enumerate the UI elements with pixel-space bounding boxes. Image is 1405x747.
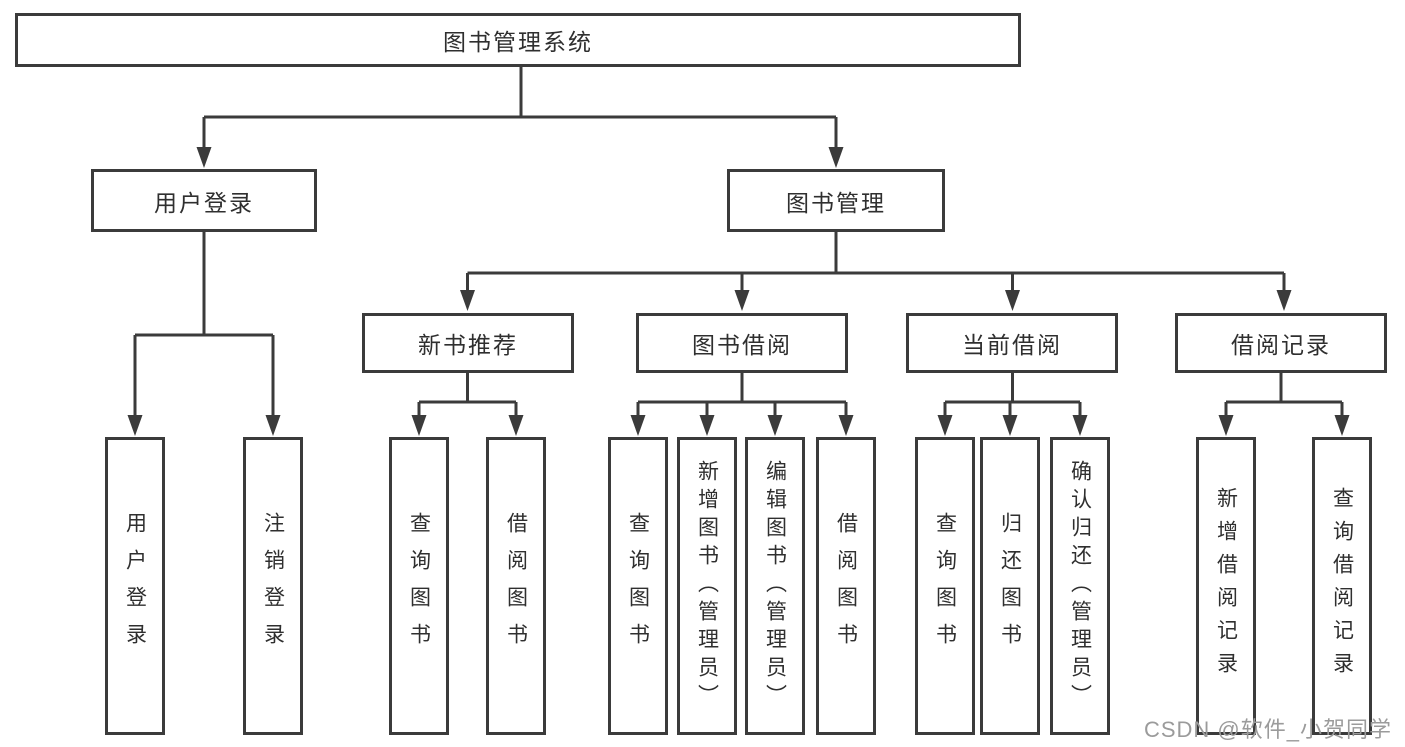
node-book-borrowing: 图书借阅 (636, 313, 848, 373)
csdn-watermark: CSDN @软件_小贺同学 (1143, 717, 1392, 742)
node-leaf-return-books: 归还图书 (980, 437, 1040, 735)
node-borrowing-records: 借阅记录 (1175, 313, 1387, 373)
node-root-system: 图书管理系统 (15, 13, 1021, 67)
node-current-borrowing: 当前借阅 (906, 313, 1118, 373)
node-leaf-add-books-admin: 新增图书（管理员） (677, 437, 737, 735)
node-leaf-edit-books-admin: 编辑图书（管理员） (745, 437, 805, 735)
node-leaf-user-login: 用户登录 (105, 437, 165, 735)
arrowhead-icons (127, 147, 1350, 436)
node-leaf-logout: 注销登录 (243, 437, 303, 735)
connector-paths (133, 67, 1344, 419)
node-book-management: 图书管理 (727, 169, 945, 232)
node-leaf-borrow-books-recommend: 借阅图书 (486, 437, 546, 735)
node-leaf-query-borrow-record: 查询借阅记录 (1312, 437, 1372, 735)
node-leaf-borrow-books: 借阅图书 (816, 437, 876, 735)
node-leaf-query-books-borrow: 查询图书 (608, 437, 668, 735)
node-leaf-query-books-current: 查询图书 (915, 437, 975, 735)
node-new-book-recommendation: 新书推荐 (362, 313, 574, 373)
node-leaf-confirm-return-admin: 确认归还（管理员） (1050, 437, 1110, 735)
node-leaf-query-books-recommend: 查询图书 (389, 437, 449, 735)
node-leaf-add-borrow-record: 新增借阅记录 (1196, 437, 1256, 735)
node-user-login: 用户登录 (91, 169, 317, 232)
